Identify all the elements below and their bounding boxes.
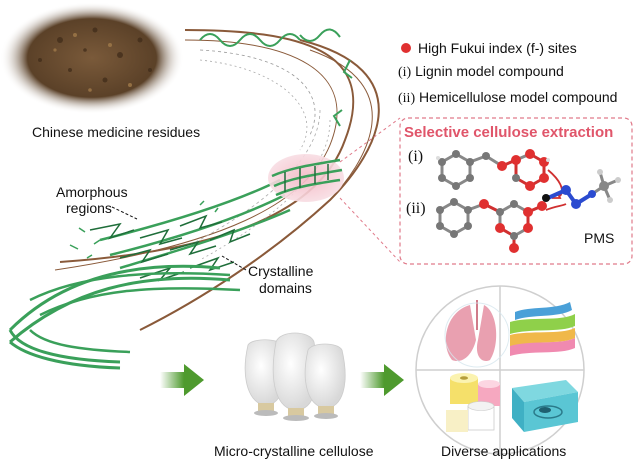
paper-rolls-icon: [446, 373, 500, 432]
molecule-lignin: [436, 149, 550, 191]
legend-lignin-marker: (i): [398, 65, 412, 80]
amorphous-label-line1: Amorphous: [56, 184, 128, 200]
process-arrow-left: [160, 364, 204, 396]
mcc-bottles: [244, 332, 346, 421]
panel-title: Selective cellulose extraction: [404, 124, 614, 141]
amorphous-pointer: [111, 206, 138, 220]
panel-marker-i: (i): [408, 148, 424, 165]
legend-lignin-text: Lignin model compound: [415, 63, 564, 79]
highlight-region: [268, 154, 344, 202]
crystalline-pointer: [221, 255, 247, 271]
panel-marker-ii: (ii): [406, 200, 426, 217]
films-icon: [510, 302, 575, 356]
hydrogel-icon: [512, 380, 578, 432]
soil-photo: [0, 2, 184, 114]
legend-lignin: (i) Lignin model compound: [398, 63, 564, 81]
mcc-label: Micro-crystalline cellulose: [214, 443, 374, 459]
crystalline-label-line1: Crystalline: [248, 263, 314, 279]
legend-hemicellulose: (ii) Hemicellulose model compound: [398, 89, 617, 107]
crystalline-label-line2: domains: [259, 280, 312, 296]
lungs-icon: [444, 300, 510, 368]
legend-hemicellulose-marker: (ii): [398, 91, 416, 106]
molecule-hemicellulose: [436, 198, 547, 253]
legend-fukui: High Fukui index (f-) sites: [418, 40, 577, 56]
pms-molecule: [542, 169, 621, 209]
legend-hemicellulose-text: Hemicellulose model compound: [419, 89, 618, 105]
amorphous-label-line2: regions: [66, 200, 112, 216]
applications-circle: [415, 285, 585, 455]
applications-label: Diverse applications: [441, 443, 567, 459]
zoom-line-bottom: [339, 197, 401, 263]
fiber-structure: [8, 28, 380, 370]
residues-label: Chinese medicine residues: [32, 124, 201, 140]
pms-label: PMS: [584, 230, 615, 246]
process-arrow-right: [360, 364, 404, 396]
zoom-line-top: [339, 117, 401, 163]
reaction-arrow-ii: [545, 203, 567, 211]
fukui-dot-icon: [401, 43, 411, 53]
